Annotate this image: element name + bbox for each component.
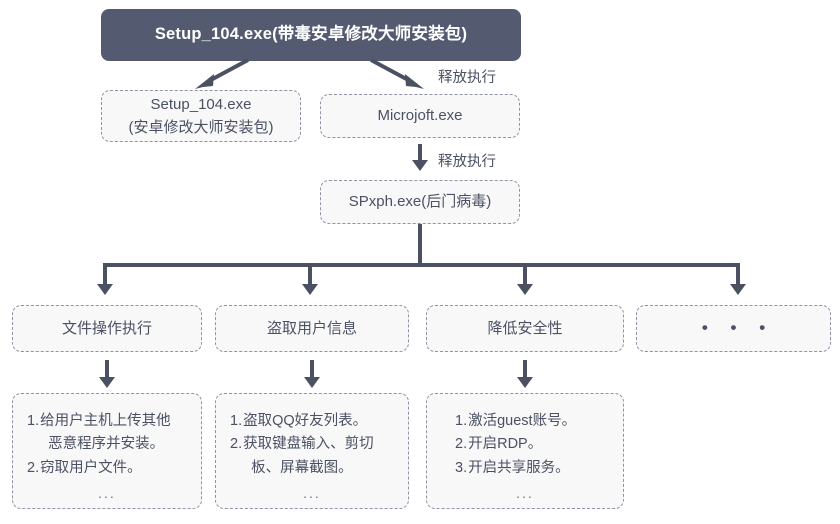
list-item: 1. 激活guest账号。 (455, 410, 609, 433)
node-category-file-operations[interactable]: 文件操作执行 (12, 305, 202, 352)
list-item-number: 2. (455, 436, 468, 453)
list-item: 3. 开启共享服务。 (455, 457, 609, 480)
list-item: 2. 窃取用户文件。 (27, 457, 187, 480)
node-microjoft-label: Microjoft.exe (377, 107, 463, 125)
node-setup104-installer-line1: Setup_104.exe (150, 95, 252, 113)
node-spxph-backdoor[interactable]: SPxph.exe(后门病毒) (320, 180, 520, 224)
node-detail-reduce-security[interactable]: 1. 激活guest账号。 2. 开启RDP。 3. 开启共享服务。 ... (426, 393, 624, 509)
arrowhead-detail-1 (99, 377, 115, 388)
list-ellipsis: ... (303, 485, 321, 502)
arrowhead-microjoft-to-spxph (412, 160, 428, 171)
list-item-text: 盗取QQ好友列表。 (243, 413, 368, 429)
list-item-text: 开启RDP。 (468, 436, 543, 453)
arrow-root-to-setup104 (195, 58, 249, 89)
arrowhead-branch-2 (302, 284, 318, 295)
node-category-reduce-security-label: 降低安全性 (487, 319, 563, 337)
node-root-label: Setup_104.exe(带毒安卓修改大师安装包) (154, 25, 468, 44)
edge-label-drop-execute-1: 释放执行 (438, 70, 496, 86)
detail-list-1: 1. 给用户主机上传其他 恶意程序并安装。 2. 窃取用户文件。 ... (27, 410, 187, 505)
list-item-text: 获取键盘输入、剪切 板、屏幕截图。 (243, 436, 374, 476)
node-category-file-operations-label: 文件操作执行 (61, 319, 152, 337)
list-item: 1. 盗取QQ好友列表。 (230, 410, 394, 433)
arrowhead-branch-1 (97, 284, 113, 295)
connector-detail-3 (523, 360, 527, 380)
node-setup104-installer[interactable]: Setup_104.exe (安卓修改大师安装包) (101, 90, 301, 142)
arrowhead-branch-3 (517, 284, 533, 295)
arrowhead-detail-3 (517, 377, 533, 388)
detail-list-3: 1. 激活guest账号。 2. 开启RDP。 3. 开启共享服务。 ... (441, 410, 609, 505)
detail-list-2: 1. 盗取QQ好友列表。 2. 获取键盘输入、剪切 板、屏幕截图。 ... (230, 410, 394, 505)
node-setup104-installer-lines: Setup_104.exe (安卓修改大师安装包) (102, 93, 300, 140)
list-item-number: 2. (230, 436, 243, 453)
node-category-steal-user-info[interactable]: 盗取用户信息 (215, 305, 409, 352)
node-category-steal-user-info-label: 盗取用户信息 (266, 319, 357, 337)
node-category-more[interactable]: • • • (636, 305, 831, 352)
connector-branch-3 (523, 263, 527, 287)
list-item-number: 1. (455, 413, 468, 429)
node-microjoft-exe[interactable]: Microjoft.exe (320, 94, 520, 138)
connector-spxph-stem (418, 224, 422, 267)
list-item-number: 1. (27, 413, 40, 429)
arrowhead-branch-4 (730, 284, 746, 295)
list-item-text: 激活guest账号。 (468, 413, 577, 429)
node-category-reduce-security[interactable]: 降低安全性 (426, 305, 624, 352)
connector-branch-2 (308, 263, 312, 287)
list-ellipsis: ... (516, 485, 534, 502)
list-item-text: 窃取用户文件。 (40, 459, 142, 476)
arrowhead-detail-2 (304, 377, 320, 388)
list-item: 2. 开启RDP。 (455, 433, 609, 456)
connector-branch-bus (103, 263, 740, 267)
connector-detail-1 (105, 360, 109, 380)
connector-detail-2 (310, 360, 314, 380)
list-item-number: 2. (27, 459, 40, 476)
node-spxph-label: SPxph.exe(后门病毒) (348, 193, 492, 211)
list-ellipsis: ... (98, 485, 116, 502)
connector-microjoft-to-spxph (418, 144, 422, 166)
list-item: 1. 给用户主机上传其他 恶意程序并安装。 (27, 410, 187, 457)
list-item-number: 1. (230, 413, 243, 429)
node-detail-file-operations[interactable]: 1. 给用户主机上传其他 恶意程序并安装。 2. 窃取用户文件。 ... (12, 393, 202, 509)
arrow-root-to-microjoft (370, 58, 424, 89)
list-item-text: 给用户主机上传其他 恶意程序并安装。 (40, 413, 171, 453)
list-item: 2. 获取键盘输入、剪切 板、屏幕截图。 (230, 433, 394, 480)
list-item-text: 开启共享服务。 (468, 459, 570, 476)
node-category-more-label: • • • (701, 318, 775, 338)
node-setup104-installer-line2: (安卓修改大师安装包) (128, 119, 274, 136)
connector-branch-1 (103, 263, 107, 287)
edge-label-drop-execute-2: 释放执行 (438, 154, 496, 170)
list-item-number: 3. (455, 459, 468, 476)
connector-branch-4 (736, 263, 740, 287)
node-detail-steal-user-info[interactable]: 1. 盗取QQ好友列表。 2. 获取键盘输入、剪切 板、屏幕截图。 ... (215, 393, 409, 509)
node-root-setup104[interactable]: Setup_104.exe(带毒安卓修改大师安装包) (101, 9, 521, 61)
